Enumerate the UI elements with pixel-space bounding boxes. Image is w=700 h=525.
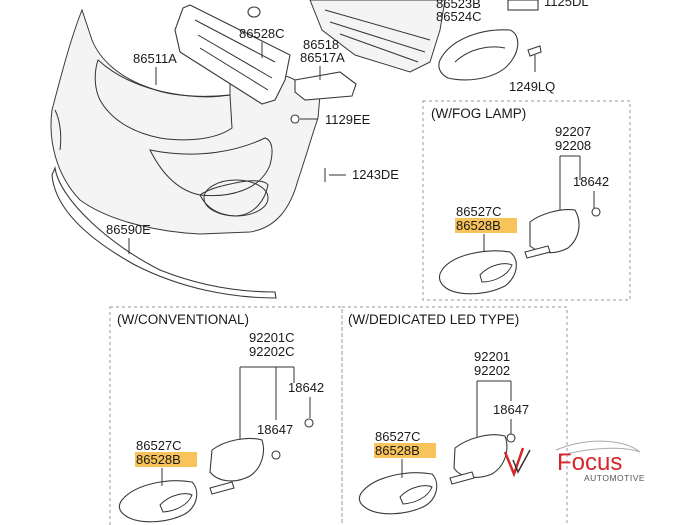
label-92207: 92207 [555, 124, 591, 139]
label-92208: 92208 [555, 138, 591, 153]
bolt-1129ee [290, 114, 318, 124]
logo-subtitle: AUTOMOTIVE [584, 473, 645, 483]
label-1125dl: 1125DL [544, 0, 589, 9]
bumper-lower-lip [51, 166, 277, 299]
led-fog-lamp-unit [453, 434, 508, 478]
fog-lamp-section-title: (W/FOG LAMP) [431, 106, 526, 121]
label-86527c-conventional: 86527C [136, 438, 182, 453]
label-18647-conventional: 18647 [257, 422, 293, 437]
label-92201c: 92201C [249, 330, 295, 345]
fog-lamp-unit [529, 209, 580, 254]
bracket-small-part [507, 0, 539, 11]
led-bezel [358, 472, 438, 515]
conventional-fog-lamp-unit [209, 437, 265, 482]
conventional-bezel [118, 480, 198, 523]
led-section-title: (W/DEDICATED LED TYPE) [348, 312, 519, 327]
label-86590e: 86590E [106, 222, 151, 237]
fog-lamp-bulb [591, 207, 601, 217]
led-bulb [506, 433, 516, 443]
highlight-86528b-led [374, 443, 436, 458]
label-92201: 92201 [474, 349, 510, 364]
label-18642-conventional: 18642 [288, 380, 324, 395]
led-lamp-connector [449, 471, 475, 485]
front-bumper-cover [50, 8, 321, 235]
conventional-lamp-connector [209, 481, 235, 495]
label-86523b: 86523B [436, 0, 481, 11]
conventional-section: (W/CONVENTIONAL) 92201C 92202C 18642 186… [109, 306, 343, 525]
label-86511a: 86511A [133, 51, 177, 66]
label-86528b-conventional: 86528B [136, 452, 181, 467]
label-86517a: 86517A [300, 50, 345, 65]
fog-lamp-bezel [438, 250, 517, 295]
logo-name: Focus [557, 449, 622, 476]
highlight-86528b-conventional [135, 452, 197, 467]
radiator-grille [309, 0, 446, 73]
label-86524c: 86524C [436, 9, 482, 24]
label-86528b-led: 86528B [375, 443, 420, 458]
label-1243de: 1243DE [352, 167, 399, 182]
screw-1243de [324, 168, 346, 182]
label-18647-led: 18647 [493, 402, 529, 417]
conventional-section-title: (W/CONVENTIONAL) [117, 312, 249, 327]
label-1249lq: 1249LQ [509, 79, 555, 94]
fog-lamp-section: (W/FOG LAMP) 92207 92208 18642 86527C 86… [422, 100, 631, 301]
label-86518: 86518 [303, 37, 339, 52]
logo-mark-icon [503, 447, 525, 478]
bumper-side-bracket [294, 71, 357, 101]
label-1129ee: 1129EE [325, 112, 371, 127]
screw-1249lq [527, 45, 542, 72]
clip-part [247, 6, 261, 18]
highlight-86528b-fog [455, 218, 517, 233]
fog-lamp-connector [524, 245, 551, 259]
label-18642: 18642 [573, 174, 609, 189]
focus-automotive-logo: Focus AUTOMOTIVE [503, 440, 645, 483]
label-86528c: 86528C [239, 26, 285, 41]
label-86527c-led: 86527C [375, 429, 421, 444]
fog-lamp-garnish-top [438, 29, 519, 81]
led-section: (W/DEDICATED LED TYPE) 92201 92202 18647… [341, 306, 568, 525]
conventional-bulb [304, 418, 314, 428]
label-86527c-fog: 86527C [456, 204, 502, 219]
label-92202: 92202 [474, 363, 510, 378]
conventional-socket [271, 450, 281, 460]
label-92202c: 92202C [249, 344, 295, 359]
label-86528b-fog: 86528B [456, 218, 501, 233]
